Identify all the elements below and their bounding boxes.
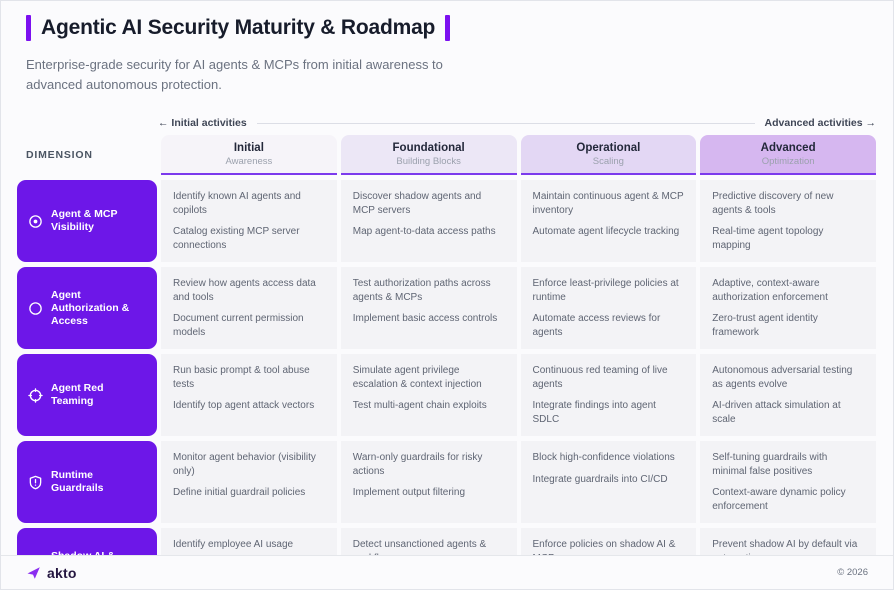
brand-logo: akto [26, 565, 77, 581]
cell-activity: Adaptive, context-aware authorization en… [712, 278, 828, 303]
brand-name: akto [47, 564, 77, 581]
cell-activity: Test multi-agent chain exploits [352, 400, 487, 412]
axis-label-advanced: Advanced activities → [764, 117, 876, 130]
stage-name: Operational [576, 142, 641, 155]
cell-activity: Discover shadow agents and MCP servers [352, 191, 482, 216]
stage-subtitle: Optimization [761, 156, 815, 168]
matrix-cell-advanced: Autonomous adversarial testing as agents… [700, 354, 876, 437]
title-accent-bar-right [445, 15, 451, 41]
copyright-text: © 2026 [837, 567, 868, 578]
cell-activity: Catalog existing MCP server connections [173, 226, 300, 251]
dimension-label: Agent & MCP Visibility [51, 208, 118, 234]
matrix-cell-advanced: Predictive discovery of new agents & too… [700, 180, 876, 263]
cell-activity: Autonomous adversarial testing as agents… [712, 365, 853, 390]
stage-subtitle: Awareness [225, 156, 273, 168]
circle-icon [27, 300, 43, 316]
maturity-matrix: DIMENSION Initial Awareness Foundational… [17, 135, 876, 589]
matrix-cell-advanced: Adaptive, context-aware authorization en… [700, 267, 876, 350]
cell-activity: Implement basic access controls [352, 313, 498, 325]
stage-name: Foundational [392, 142, 465, 155]
cell-activity: Automate agent lifecycle tracking [532, 226, 680, 238]
shield-alert-icon [27, 474, 43, 490]
axis-label-initial: ← Initial activities [158, 117, 247, 130]
stage-header-foundational: Foundational Building Blocks [340, 135, 517, 176]
cell-activity: Identify employee AI usage [173, 539, 294, 551]
dimension-pill: Agent Red Teaming [17, 354, 157, 437]
axis-line [256, 122, 755, 124]
dimension-pill: Agent Authorization & Access [17, 267, 157, 350]
crosshair-icon [27, 387, 43, 403]
dimension-pill: Agent & MCP Visibility [17, 180, 157, 263]
cell-activity: Test authorization paths across agents &… [352, 278, 491, 303]
cell-activity: Predictive discovery of new agents & too… [712, 191, 834, 216]
page-title: Agentic AI Security Maturity & Roadmap [41, 16, 436, 39]
cell-activity: Define initial guardrail policies [173, 487, 306, 499]
cell-activity: Identify top agent attack vectors [173, 400, 315, 412]
cell-activity: Monitor agent behavior (visibility only) [173, 452, 316, 477]
dimension-column-header: DIMENSION [26, 149, 93, 162]
cell-activity: AI-driven attack simulation at scale [712, 400, 841, 425]
matrix-cell-foundational: Simulate agent privilege escalation & co… [340, 354, 517, 437]
cell-activity: Enforce least-privilege policies at runt… [532, 278, 679, 303]
stage-subtitle: Scaling [592, 156, 624, 168]
cell-activity: Continuous red teaming of live agents [532, 365, 668, 390]
cell-activity: Review how agents access data and tools [173, 278, 316, 303]
cell-activity: Self-tuning guardrails with minimal fals… [712, 452, 828, 477]
cell-activity: Implement output filtering [352, 487, 466, 499]
paper-plane-icon [27, 566, 40, 579]
cell-activity: Warn-only guardrails for risky actions [352, 452, 483, 477]
matrix-cell-foundational: Test authorization paths across agents &… [340, 267, 517, 350]
cell-activity: Automate access reviews for agents [532, 313, 661, 338]
title-accent-bar-left [26, 15, 31, 41]
cell-activity: Context-aware dynamic policy enforcement [712, 487, 846, 512]
matrix-cell-operational: Maintain continuous agent & MCP inventor… [520, 180, 697, 263]
cell-activity: Identify known AI agents and copilots [173, 191, 301, 216]
stage-header-operational: Operational Scaling [520, 135, 697, 176]
dimension-label: Runtime Guardrails [51, 469, 104, 495]
cell-activity: Integrate guardrails into CI/CD [532, 473, 668, 485]
cell-activity: Map agent-to-data access paths [352, 226, 496, 238]
matrix-cell-advanced: Self-tuning guardrails with minimal fals… [700, 441, 876, 524]
page-header: Agentic AI Security Maturity & Roadmap E… [1, 1, 893, 95]
maturity-axis: ← Initial activities Advanced activities… [158, 117, 876, 129]
dimension-pill: Runtime Guardrails [17, 441, 157, 524]
dimension-label: Agent Authorization & Access [51, 288, 130, 327]
cell-activity: Zero-trust agent identity framework [712, 313, 818, 338]
stage-name: Initial [233, 142, 264, 155]
page-subtitle: Enterprise-grade security for AI agents … [26, 57, 443, 93]
stage-header-advanced: Advanced Optimization [700, 135, 876, 176]
cell-activity: Real-time agent topology mapping [712, 226, 824, 251]
cell-activity: Run basic prompt & tool abuse tests [173, 365, 310, 390]
stage-header-initial: Initial Awareness [161, 135, 337, 176]
dimension-label: Agent Red Teaming [51, 382, 104, 408]
eye-icon [27, 213, 43, 229]
cell-activity: Document current permission models [173, 313, 304, 338]
page-footer: akto © 2026 [1, 555, 893, 589]
cell-activity: Maintain continuous agent & MCP inventor… [532, 191, 684, 216]
cell-activity: Simulate agent privilege escalation & co… [352, 365, 482, 390]
cell-activity: Integrate findings into agent SDLC [532, 400, 656, 425]
stage-name: Advanced [760, 142, 816, 155]
title-row: Agentic AI Security Maturity & Roadmap [26, 15, 868, 41]
matrix-cell-initial: Monitor agent behavior (visibility only)… [161, 441, 337, 524]
matrix-cell-operational: Enforce least-privilege policies at runt… [520, 267, 697, 350]
cell-activity: Block high-confidence violations [532, 452, 675, 464]
stage-subtitle: Building Blocks [396, 156, 461, 168]
